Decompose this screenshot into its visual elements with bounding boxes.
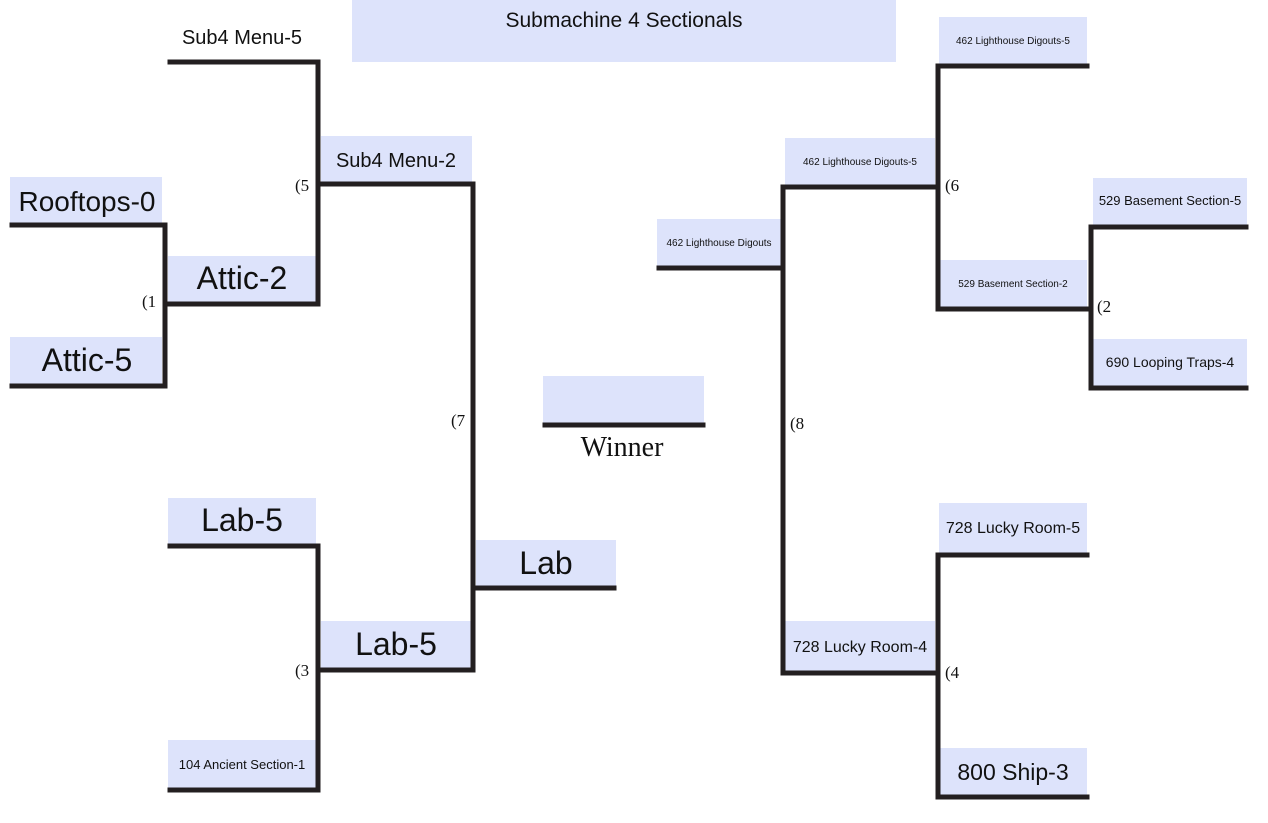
game-number-4: (4 — [945, 663, 960, 682]
team-lighthouse-digouts: 462 Lighthouse Digouts-5 — [956, 36, 1070, 47]
winner-label: Winner — [581, 432, 665, 463]
right-finalist: 462 Lighthouse Digouts — [666, 238, 771, 249]
slot-box — [1093, 178, 1247, 226]
team-lighthouse-digouts-advanced: 462 Lighthouse Digouts-5 — [803, 157, 917, 168]
slot-box — [1093, 339, 1247, 387]
team-attic: Attic-5 — [42, 342, 133, 378]
slot-box — [939, 748, 1087, 797]
team-lab-advanced: Lab-5 — [355, 626, 437, 662]
game-number-6: (6 — [945, 176, 959, 195]
team-ship: 800 Ship-3 — [957, 759, 1068, 785]
team-lucky-room: 728 Lucky Room-5 — [946, 520, 1080, 537]
title-box — [352, 0, 896, 62]
team-lab: Lab-5 — [201, 502, 283, 538]
slot-box — [168, 498, 316, 545]
slot-box — [785, 138, 935, 185]
team-sub4-menu: Sub4 Menu-5 — [182, 27, 302, 49]
slot-box — [476, 540, 616, 586]
team-ancient-section: 104 Ancient Section-1 — [179, 757, 305, 772]
slot-box — [168, 256, 316, 302]
slot-box — [10, 337, 162, 385]
slot-box — [321, 136, 472, 182]
team-looping-traps: 690 Looping Traps-4 — [1106, 354, 1235, 370]
team-basement-section-advanced: 529 Basement Section-2 — [958, 279, 1068, 290]
game-number-3: (3 — [295, 661, 309, 680]
slot-box — [939, 503, 1087, 553]
slot-box — [939, 17, 1087, 65]
game-number-7: (7 — [451, 411, 466, 430]
team-rooftops: Rooftops-0 — [19, 186, 156, 217]
team-lucky-room-advanced: 728 Lucky Room-4 — [793, 639, 927, 656]
game-number-8: (8 — [790, 414, 804, 433]
slot-box — [168, 740, 316, 788]
game-number-1: (1 — [142, 292, 156, 311]
slot-box — [321, 621, 472, 669]
slot-box — [785, 621, 935, 671]
slot-box — [939, 260, 1087, 308]
team-basement-section: 529 Basement Section-5 — [1099, 193, 1241, 208]
game-number-5: (5 — [295, 176, 309, 195]
slot-box — [657, 219, 781, 267]
bracket-title: Submachine 4 Sectionals — [506, 9, 743, 32]
game-number-2: (2 — [1097, 297, 1111, 316]
winner-box — [543, 376, 704, 423]
team-sub4-menu-advanced: Sub4 Menu-2 — [336, 150, 456, 172]
bracket-lines — [9, 59, 1249, 800]
left-finalist: Lab — [519, 545, 572, 581]
team-attic-advanced: Attic-2 — [197, 260, 288, 296]
slot-box — [10, 177, 162, 223]
